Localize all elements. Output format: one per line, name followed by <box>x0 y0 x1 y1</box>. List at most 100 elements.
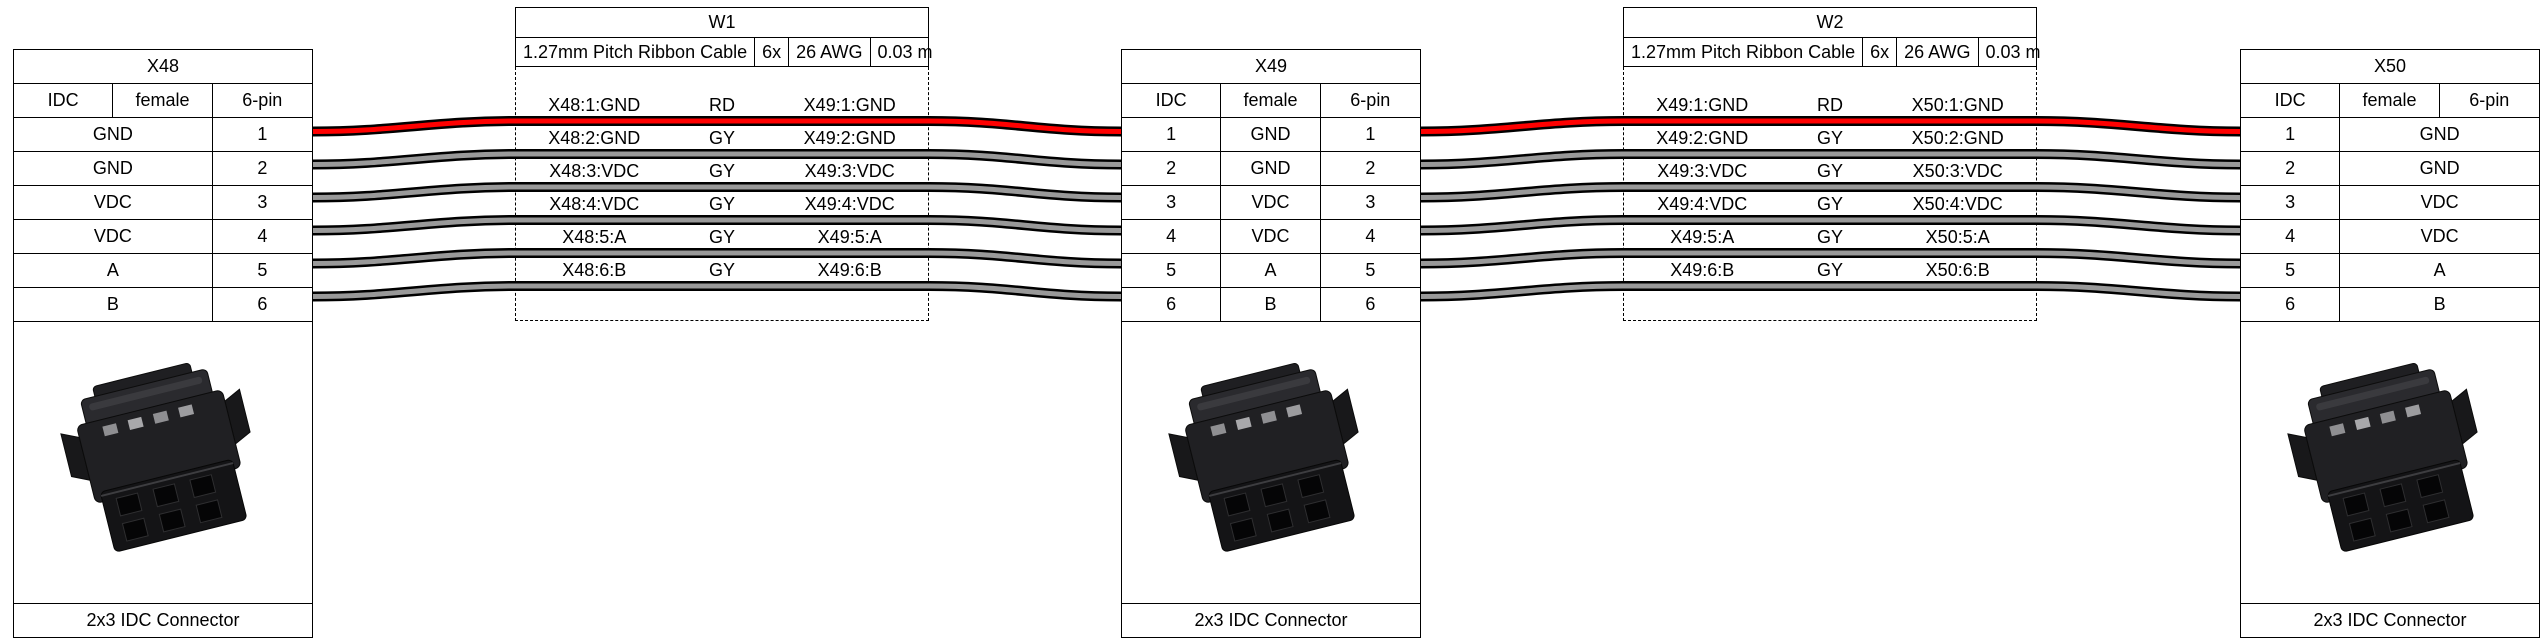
connector-caption: 2x3 IDC Connector <box>1122 603 1420 637</box>
connector-type: IDC <box>2241 84 2341 117</box>
connector-pincount: 6-pin <box>1350 90 1391 110</box>
pin-number: 4 <box>2241 220 2341 253</box>
pin-number-left: 1 <box>1122 118 1222 151</box>
pin-name: VDC <box>14 220 213 253</box>
connector-header-row: IDC female 6-pin <box>2241 84 2539 118</box>
cable-type: 1.27mm Pitch Ribbon Cable <box>1624 38 1864 66</box>
wire-color-code: GY <box>708 227 735 247</box>
cable-title: W2 <box>1624 8 2036 38</box>
pin-number-left: 5 <box>1122 254 1222 287</box>
wire-to: X50:4:VDC <box>1912 194 2003 214</box>
wire-color-code: GY <box>708 161 735 181</box>
pin-name: VDC <box>1221 220 1321 253</box>
cable-type: 1.27mm Pitch Ribbon Cable <box>516 38 756 66</box>
idc-connector-photo-icon <box>2270 358 2510 568</box>
wire-from: X49:3:VDC <box>1657 161 1748 181</box>
cable-wirecount: 6x <box>1863 38 1898 66</box>
pin-name: VDC <box>1221 186 1321 219</box>
connector-photo-area <box>1122 322 1420 603</box>
pin-number-left: 6 <box>1122 288 1222 321</box>
pin-number: 6 <box>2241 288 2341 321</box>
wire-from: X48:6:B <box>562 260 627 280</box>
pin-number: 2 <box>257 158 268 178</box>
wire-to: X50:1:GND <box>1911 95 2004 115</box>
pin-number-right: 6 <box>1365 294 1376 314</box>
pin-name: VDC <box>2420 192 2459 212</box>
idc-connector-photo-icon <box>43 358 283 568</box>
pin-number-right: 4 <box>1365 226 1376 246</box>
connector-title: X50 <box>2241 50 2539 84</box>
connector-title: X49 <box>1122 50 1420 84</box>
cable-attributes: 1.27mm Pitch Ribbon Cable 6x 26 AWG 0.03… <box>516 38 933 66</box>
wire-color-code: GY <box>1816 128 1843 148</box>
pin-name: GND <box>1221 152 1321 185</box>
pin-name: A <box>1221 254 1321 287</box>
cable-header: W1 1.27mm Pitch Ribbon Cable 6x 26 AWG 0… <box>515 7 933 67</box>
wire-to: X49:4:VDC <box>804 194 895 214</box>
wire-from: X49:6:B <box>1670 260 1735 280</box>
cable-length: 0.03 m <box>1985 42 2041 62</box>
pin-name: GND <box>2419 124 2460 144</box>
connector-gender: female <box>2340 84 2440 117</box>
connector-gender: female <box>113 84 213 117</box>
pin-name: VDC <box>14 186 213 219</box>
pin-name: B <box>1221 288 1321 321</box>
connector-photo-area <box>14 322 312 603</box>
wire-color-code: GY <box>1816 260 1843 280</box>
pin-name: A <box>14 254 213 287</box>
cable-w1: W1 1.27mm Pitch Ribbon Cable 6x 26 AWG 0… <box>515 7 933 321</box>
wire-to: X49:6:B <box>817 260 882 280</box>
wire-color-code: GY <box>1816 227 1843 247</box>
connector-title: X48 <box>14 50 312 84</box>
wire-label-row: X49:6:B GY X50:6:B <box>1624 258 2036 282</box>
wire-label-row: X48:1:GND RD X49:1:GND <box>516 93 928 117</box>
pin-name: GND <box>1221 118 1321 151</box>
cable-attributes: 1.27mm Pitch Ribbon Cable 6x 26 AWG 0.03… <box>1624 38 2041 66</box>
wire-to: X50:6:B <box>1925 260 1990 280</box>
pin-number: 5 <box>257 260 268 280</box>
pin-number: 3 <box>2241 186 2341 219</box>
wire-label-row: X48:4:VDC GY X49:4:VDC <box>516 192 928 216</box>
cable-w2: W2 1.27mm Pitch Ribbon Cable 6x 26 AWG 0… <box>1623 7 2041 321</box>
wire-to: X49:5:A <box>817 227 882 247</box>
pin-row: 1 GND <box>2241 118 2539 152</box>
cable-gauge: 26 AWG <box>789 38 871 66</box>
pin-number-right: 2 <box>1365 158 1376 178</box>
idc-connector-photo-icon <box>1151 358 1391 568</box>
pin-number-right: 3 <box>1365 192 1376 212</box>
connector-pincount: 6-pin <box>2469 90 2510 110</box>
wire-from: X49:1:GND <box>1656 95 1749 115</box>
wire-from: X49:5:A <box>1670 227 1735 247</box>
wire-to: X49:1:GND <box>803 95 896 115</box>
pin-name: GND <box>14 152 213 185</box>
pin-row: 3 VDC <box>2241 186 2539 220</box>
wire-from: X48:4:VDC <box>549 194 640 214</box>
pin-number: 2 <box>2241 152 2341 185</box>
connector-pincount: 6-pin <box>242 90 283 110</box>
pin-name: B <box>14 288 213 321</box>
wire-color-code: GY <box>708 194 735 214</box>
wire-from: X48:1:GND <box>548 95 641 115</box>
pin-number-left: 4 <box>1122 220 1222 253</box>
pin-number: 1 <box>2241 118 2341 151</box>
connector-header-row: IDC female 6-pin <box>14 84 312 118</box>
wire-from: X48:3:VDC <box>549 161 640 181</box>
pin-number: 1 <box>257 124 268 144</box>
wire-color-code: RD <box>708 95 735 115</box>
pin-row: GND 2 <box>14 152 312 186</box>
pin-number: 5 <box>2241 254 2341 287</box>
